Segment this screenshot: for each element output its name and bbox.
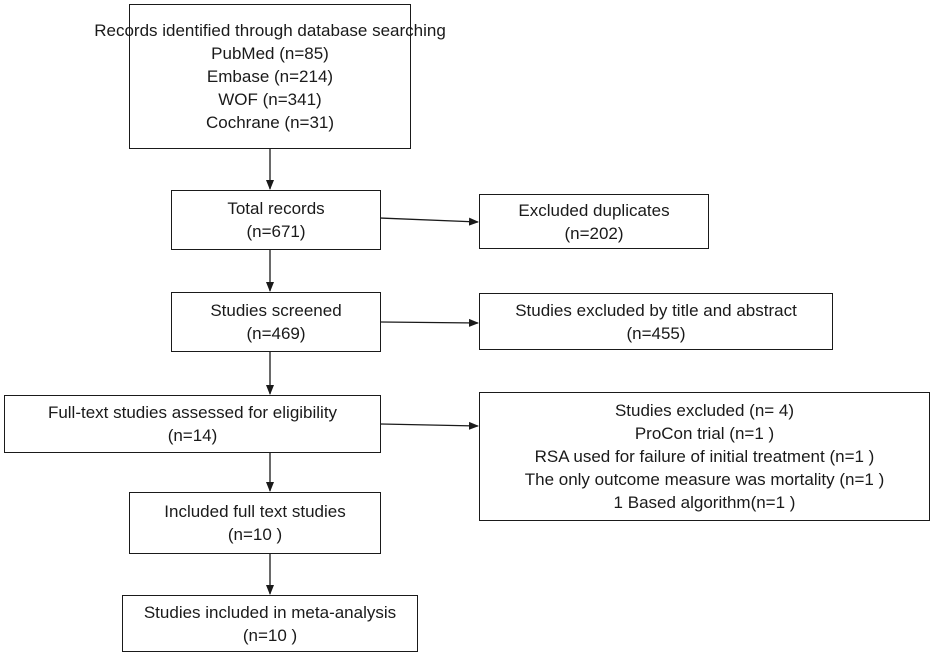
excluded-title-abstract-box: Studies excluded by title and abstract (…	[479, 293, 833, 350]
excluded-title-abstract-label: Studies excluded by title and abstract	[515, 300, 797, 320]
excluded-title-abstract-count: (n=455)	[626, 323, 686, 343]
arrow-total-to-duplicates	[379, 217, 479, 226]
total-records-label: Total records	[227, 199, 325, 218]
studies-excluded-label: Studies excluded (n= 4)	[614, 401, 795, 420]
excluded-reason-procon: ProCon trial (n=1 )	[634, 424, 775, 443]
included-fulltext-count: (n=10 )	[227, 525, 283, 544]
arrow-fulltext-to-excluded-full	[379, 421, 479, 430]
fulltext-assessed-label: Full-text studies assessed for eligibili…	[47, 403, 338, 422]
excluded-duplicates-box: Excluded duplicates (n=202)	[479, 194, 709, 249]
included-fulltext-box: Included full text studies (n=10 )	[129, 492, 381, 554]
meta-analysis-box: Studies included in meta-analysis (n=10 …	[122, 595, 418, 652]
arrow-screened-to-excluded-title	[379, 318, 479, 327]
excluded-reason-rsa: RSA used for failure of initial treatmen…	[534, 447, 875, 466]
wof-count: WOF (n=341)	[218, 90, 322, 109]
studies-screened-label: Studies screened	[210, 301, 342, 320]
pubmed-count: PubMed (n=85)	[211, 44, 329, 63]
meta-analysis-label: Studies included in meta-analysis	[143, 602, 397, 622]
studies-screened-box: Studies screened (n=469)	[171, 292, 381, 352]
fulltext-assessed-box: Full-text studies assessed for eligibili…	[4, 395, 381, 453]
total-records-box: Total records (n=671)	[171, 190, 381, 250]
meta-analysis-count: (n=10 )	[242, 625, 298, 645]
excluded-duplicates-label: Excluded duplicates	[518, 200, 670, 220]
fulltext-assessed-count: (n=14)	[167, 426, 218, 445]
excluded-duplicates-count: (n=202)	[564, 223, 624, 243]
embase-count: Embase (n=214)	[206, 67, 334, 86]
included-fulltext-label: Included full text studies	[164, 502, 346, 521]
excluded-reason-algorithm: 1 Based algorithm(n=1 )	[613, 493, 796, 512]
studies-screened-count: (n=469)	[246, 324, 306, 343]
cochrane-count: Cochrane (n=31)	[205, 113, 335, 132]
records-identified-title: Records identified through database sear…	[94, 21, 446, 40]
total-records-count: (n=671)	[246, 222, 306, 241]
studies-excluded-box: Studies excluded (n= 4) ProCon trial (n=…	[479, 392, 930, 521]
records-identified-box: Records identified through database sear…	[94, 4, 446, 149]
excluded-reason-mortality: The only outcome measure was mortality (…	[524, 470, 885, 489]
